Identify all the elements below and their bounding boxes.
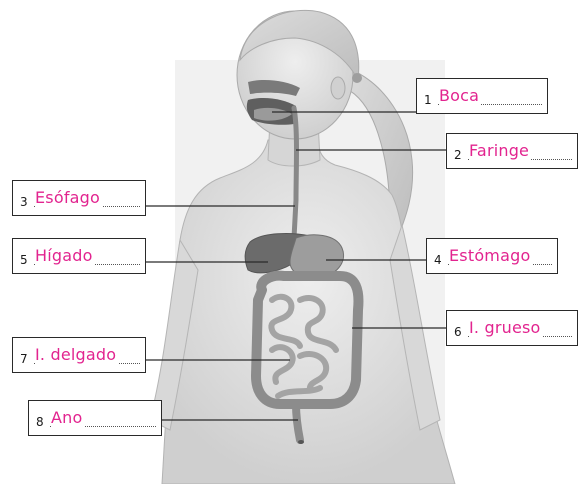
label-box-1[interactable]: 1 Boca (416, 78, 548, 114)
label-number: 6 (454, 325, 462, 339)
answer-blank: Esófago (34, 184, 140, 207)
answer-blank: Hígado (34, 242, 140, 265)
answer-blank: Estómago (448, 242, 552, 265)
label-number: 5 (20, 253, 28, 267)
answer-blank: Ano (50, 404, 156, 427)
answer-text: Faringe (469, 141, 531, 160)
answer-blank: Boca (438, 82, 542, 105)
label-box-5[interactable]: 5 Hígado (12, 238, 146, 274)
label-box-2[interactable]: 2 Faringe (446, 133, 578, 169)
label-box-7[interactable]: 7 I. delgado (12, 337, 146, 373)
label-number: 3 (20, 195, 28, 209)
answer-text: Hígado (35, 246, 95, 265)
label-number: 7 (20, 352, 28, 366)
answer-text: Estómago (449, 246, 532, 265)
label-box-6[interactable]: 6 I. grueso (446, 310, 578, 346)
hair-tie (352, 73, 362, 83)
label-box-3[interactable]: 3 Esófago (12, 180, 146, 216)
answer-text: Ano (51, 408, 84, 427)
anus-point (298, 440, 304, 444)
answer-blank: Faringe (468, 137, 572, 160)
esophagus (294, 108, 297, 238)
label-box-4[interactable]: 4 Estómago (426, 238, 558, 274)
label-number: 8 (36, 415, 44, 429)
answer-text: Esófago (35, 188, 102, 207)
label-number: 4 (434, 253, 442, 267)
label-number: 1 (424, 93, 432, 107)
label-number: 2 (454, 148, 462, 162)
answer-text: I. grueso (469, 318, 543, 337)
answer-text: I. delgado (35, 345, 118, 364)
ear (331, 77, 345, 99)
answer-blank: I. grueso (468, 314, 572, 337)
rectum (296, 404, 300, 440)
label-box-8[interactable]: 8 Ano (28, 400, 162, 436)
answer-text: Boca (439, 86, 481, 105)
answer-blank: I. delgado (34, 341, 140, 364)
